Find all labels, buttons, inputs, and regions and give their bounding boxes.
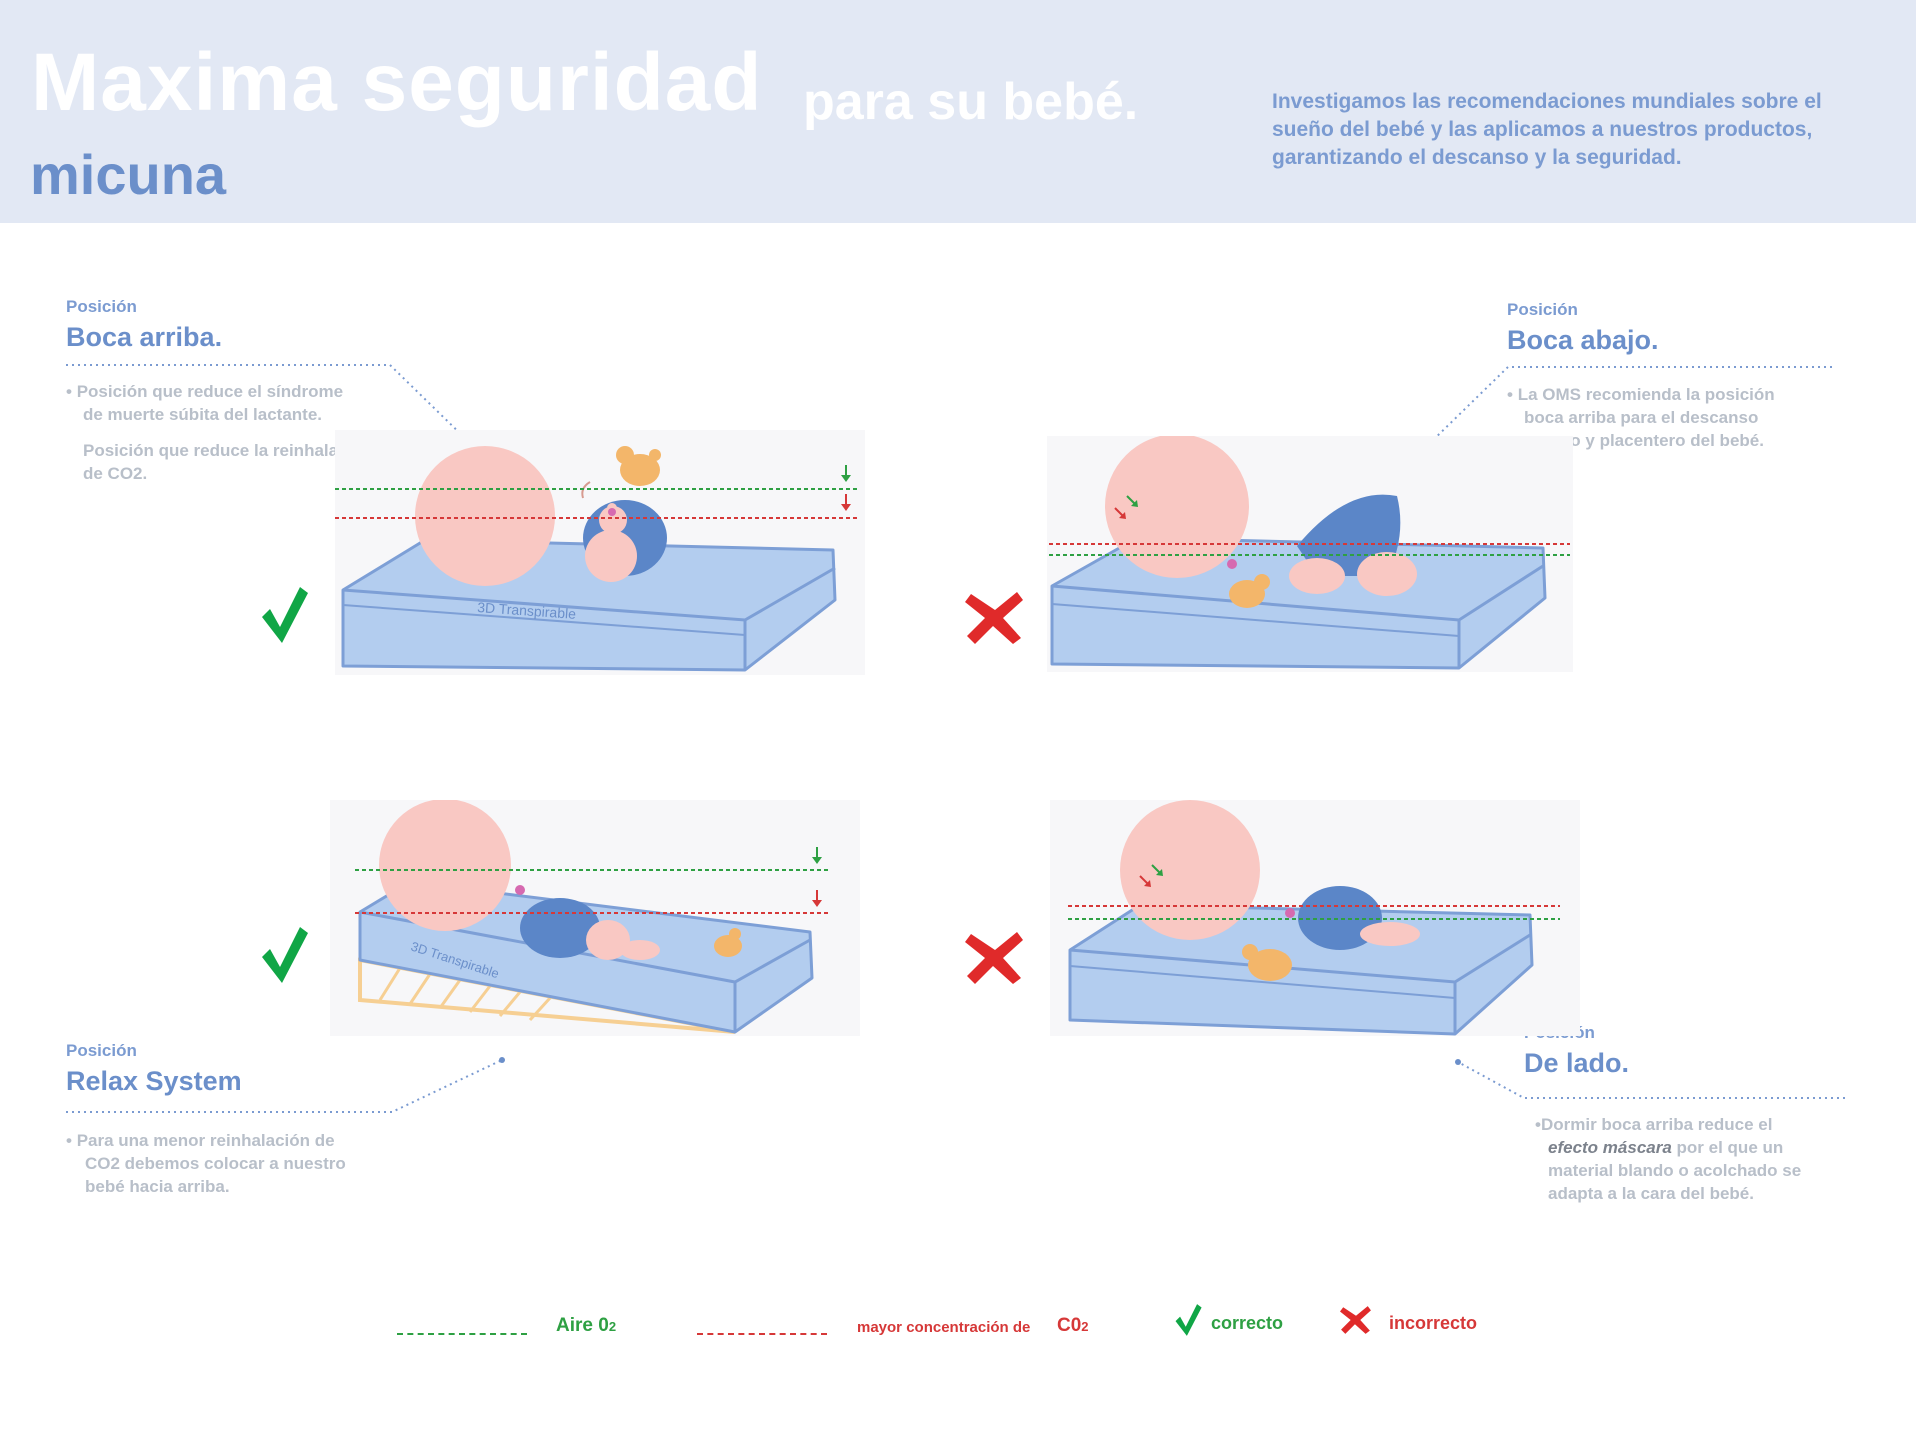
down-arrow-icon [812, 847, 822, 864]
illustration-boca-arriba: 3D Transpirable [335, 430, 865, 675]
teddy-bear-icon [714, 928, 742, 957]
intro-line: garantizando el descanso y la seguridad. [1272, 146, 1682, 169]
down-arrow-icon [841, 494, 851, 511]
mattress-label: 3D Transpirable [477, 599, 577, 622]
position-label: Posición [1507, 300, 1578, 319]
teddy-bear-icon [1229, 574, 1270, 608]
check-icon [262, 587, 308, 643]
cross-icon [1340, 1306, 1371, 1334]
cross-icon [965, 592, 1023, 644]
desc-line: de muerte súbita del lactante. [83, 405, 323, 424]
cross-icon [965, 932, 1023, 984]
down-arrow-icon [1151, 864, 1163, 876]
check-icon [262, 927, 308, 983]
legend-air-label: Aire 02 [556, 1315, 617, 1336]
illustration-relax-system: 3D Transpirable [330, 800, 860, 1036]
leader-line-de-lado [1457, 1061, 1845, 1099]
position-title-relax-system: Relax System [66, 1066, 242, 1096]
position-title-de-lado: De lado. [1524, 1048, 1630, 1078]
desc-line: seguro y placentero del bebé. [1524, 431, 1764, 450]
page-subtitle: para su bebé. [803, 73, 1139, 131]
position-label: Posición [66, 1041, 137, 1060]
legend-air-line [397, 1333, 527, 1335]
down-arrow-icon [1139, 875, 1151, 887]
teddy-bear-icon [616, 446, 661, 486]
down-arrow-icon [1114, 507, 1126, 519]
desc-line: adapta a la cara del bebé. [1548, 1184, 1754, 1203]
leader-line-boca-arriba [66, 364, 473, 446]
legend-correct-label: correcto [1211, 1313, 1284, 1333]
teddy-bear-icon [1242, 944, 1292, 981]
desc-line: bebé hacia arriba. [85, 1177, 230, 1196]
desc-line: Para una menor reinhalación de [76, 1131, 335, 1150]
desc-line: La OMS recomienda la posición [1517, 385, 1775, 404]
legend-co2-unit: C02 [1057, 1315, 1089, 1336]
legend-incorrect-label: incorrecto [1389, 1313, 1478, 1333]
down-arrow-icon [812, 890, 822, 907]
legend-co2-label: mayor concentración de [857, 1319, 1031, 1336]
desc-line: Posición que reduce la reinhalación [83, 441, 374, 460]
illustration-de-lado [1050, 800, 1580, 1036]
desc-line: Posición que reduce el síndrome [76, 382, 344, 401]
intro-line: sueño del bebé y las aplicamos a nuestro… [1272, 118, 1813, 141]
intro-line: Investigamos las recomendaciones mundial… [1272, 90, 1822, 113]
position-label: Posición [66, 297, 137, 316]
desc-line: CO2 debemos colocar a nuestro [85, 1154, 346, 1173]
down-arrow-icon [1126, 495, 1138, 507]
desc-emphasis: efecto máscara [1548, 1138, 1672, 1157]
leader-line-boca-abajo [1427, 366, 1832, 446]
desc-line: boca arriba para el descanso [1524, 408, 1759, 427]
desc-line: de CO2. [83, 464, 148, 483]
desc-line: Dormir boca arriba reduce el [1540, 1115, 1773, 1134]
description-relax-system: • Para una menor reinhalación de CO2 deb… [66, 1131, 346, 1196]
intro-text: Investigamos las recomendaciones mundial… [1272, 88, 1912, 172]
desc-line: material blando o acolchado se [1548, 1161, 1802, 1180]
desc-line: por el que un [1671, 1138, 1784, 1157]
description-de-lado: •Dormir boca arriba reduce el efecto más… [1535, 1115, 1802, 1203]
check-icon [1175, 1304, 1202, 1336]
position-title-boca-abajo: Boca abajo. [1507, 325, 1659, 355]
header-banner: Maxima seguridad para su bebé. micuna In… [0, 0, 1916, 223]
down-arrow-icon [841, 465, 851, 482]
description-boca-abajo: • La OMS recomienda la posición boca arr… [1507, 385, 1775, 450]
page-title: Maxima seguridad [31, 37, 763, 128]
description-boca-arriba: • Posición que reduce el síndrome de mue… [66, 382, 374, 483]
leader-line-relax [66, 1059, 503, 1113]
illustration-boca-abajo [1047, 436, 1573, 672]
position-title-boca-arriba: Boca arriba. [66, 322, 223, 352]
mattress-illustration [1050, 536, 1547, 670]
legend-co2-line [697, 1333, 827, 1335]
brand-name: micuna [30, 143, 227, 206]
